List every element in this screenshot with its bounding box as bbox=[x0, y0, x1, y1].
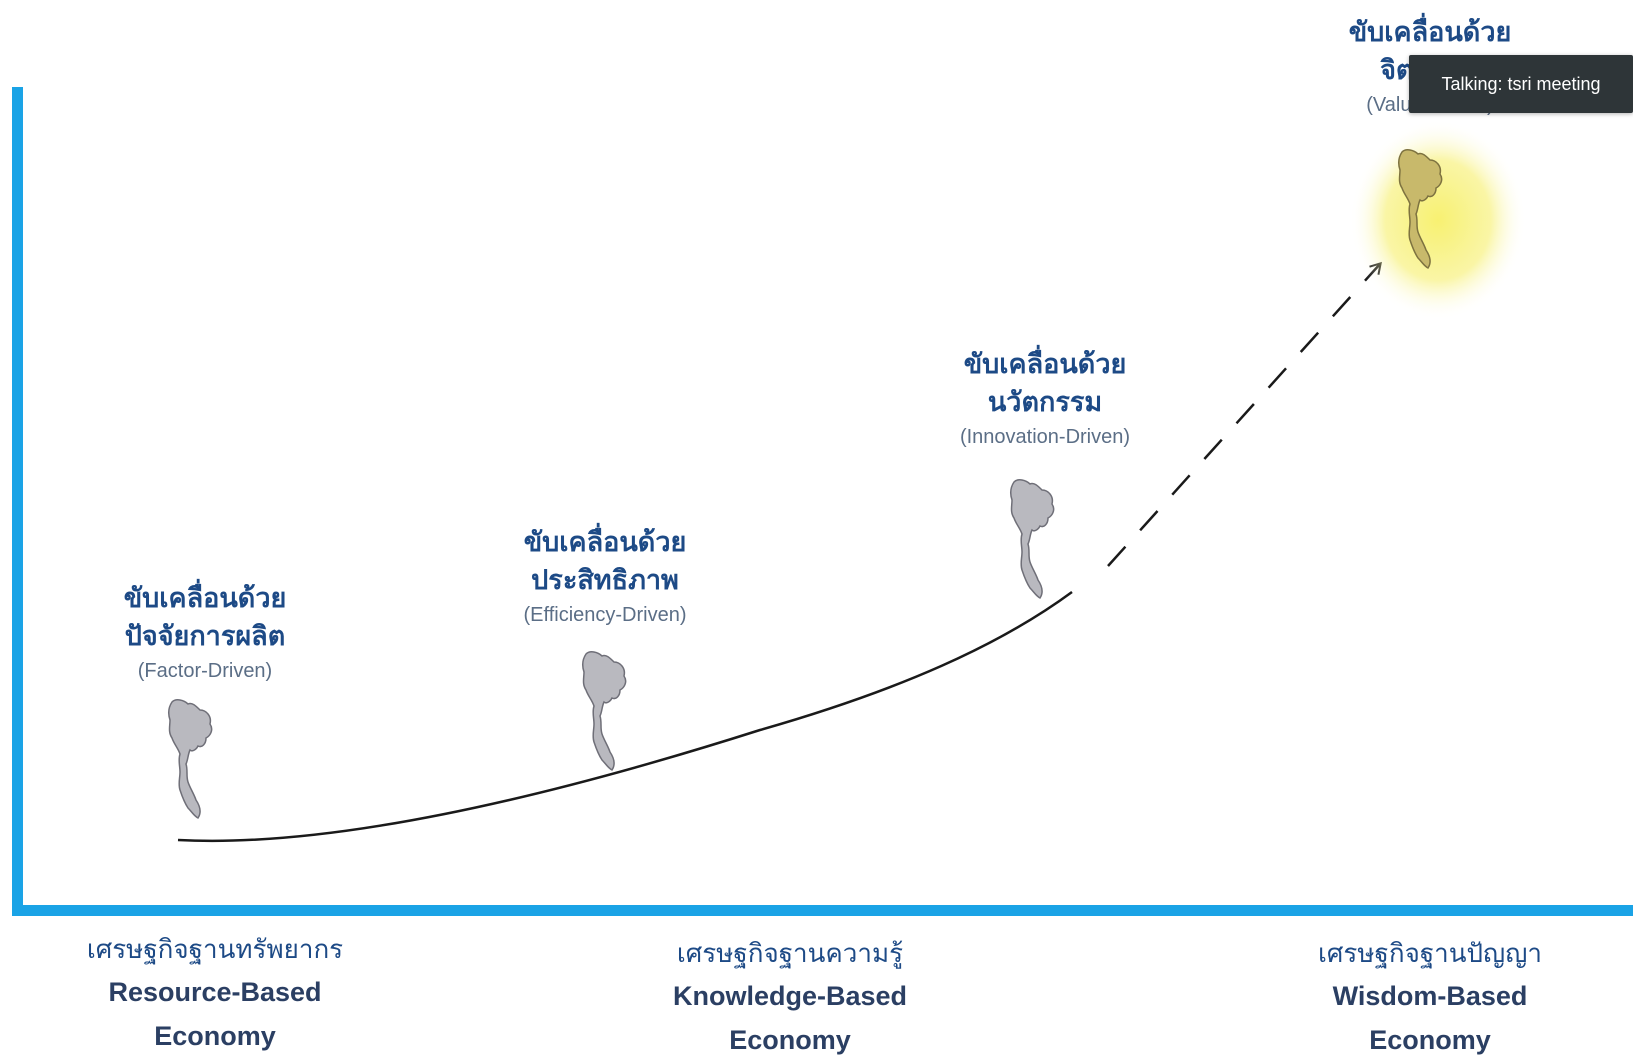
highlight-glow bbox=[1350, 120, 1526, 320]
economy-english-line2: Economy bbox=[729, 1025, 851, 1055]
stage-thai-line2: นวัตกรรม bbox=[987, 387, 1103, 418]
thailand-map-icon bbox=[1009, 479, 1055, 599]
y-axis bbox=[12, 87, 23, 915]
stage-english-label: (Efficiency-Driven) bbox=[523, 604, 687, 626]
economy-english-line1: Wisdom-Based bbox=[1332, 981, 1528, 1011]
stage-thai-line1: ขับเคลื่อนด้วย bbox=[523, 527, 687, 558]
talking-notification: Talking: tsri meeting bbox=[1409, 55, 1633, 113]
economy-thai: เศรษฐกิจฐานทรัพยากร bbox=[86, 935, 344, 965]
stage-thai-line1: ขับเคลื่อนด้วย bbox=[123, 583, 287, 614]
growth-curve bbox=[177, 590, 1073, 843]
economy-english-line2: Economy bbox=[1369, 1025, 1491, 1055]
stage-english-label: (Factor-Driven) bbox=[137, 660, 273, 682]
economy-english-line1: Knowledge-Based bbox=[672, 981, 908, 1011]
stage-label-innovation-driven: ขับเคลื่อนด้วย นวัตกรรม (Innovation-Driv… bbox=[930, 346, 1160, 449]
economy-thai: เศรษฐกิจฐานปัญญา bbox=[1318, 939, 1542, 969]
stage-thai-line2: ประสิทธิภาพ bbox=[531, 565, 679, 596]
stage-thai-line1: ขับเคลื่อนด้วย bbox=[963, 349, 1127, 380]
thailand-map-icon bbox=[581, 651, 627, 771]
stage-english-label: (Innovation-Driven) bbox=[959, 426, 1131, 448]
projection-arrow bbox=[1107, 261, 1382, 567]
stage-thai-line1: ขับเคลื่อนด้วย bbox=[1348, 17, 1512, 48]
economy-label-resource-based: เศรษฐกิจฐานทรัพยากร Resource-Based Econo… bbox=[50, 930, 380, 1058]
x-axis bbox=[12, 905, 1633, 916]
stage-label-efficiency-driven: ขับเคลื่อนด้วย ประสิทธิภาพ (Efficiency-D… bbox=[495, 524, 715, 627]
thailand-map-icon bbox=[167, 699, 213, 819]
economy-label-wisdom-based: เศรษฐกิจฐานปัญญา Wisdom-Based Economy bbox=[1270, 934, 1590, 1060]
economy-english-line2: Economy bbox=[154, 1021, 276, 1051]
notification-text: Talking: tsri meeting bbox=[1441, 73, 1601, 94]
economy-thai: เศรษฐกิจฐานความรู้ bbox=[676, 939, 904, 969]
stage-thai-line2: ปัจจัยการผลิต bbox=[124, 621, 286, 652]
stage-label-factor-driven: ขับเคลื่อนด้วย ปัจจัยการผลิต (Factor-Dri… bbox=[100, 580, 310, 683]
economy-english-line1: Resource-Based bbox=[108, 977, 322, 1007]
economy-label-knowledge-based: เศรษฐกิจฐานความรู้ Knowledge-Based Econo… bbox=[620, 934, 960, 1060]
